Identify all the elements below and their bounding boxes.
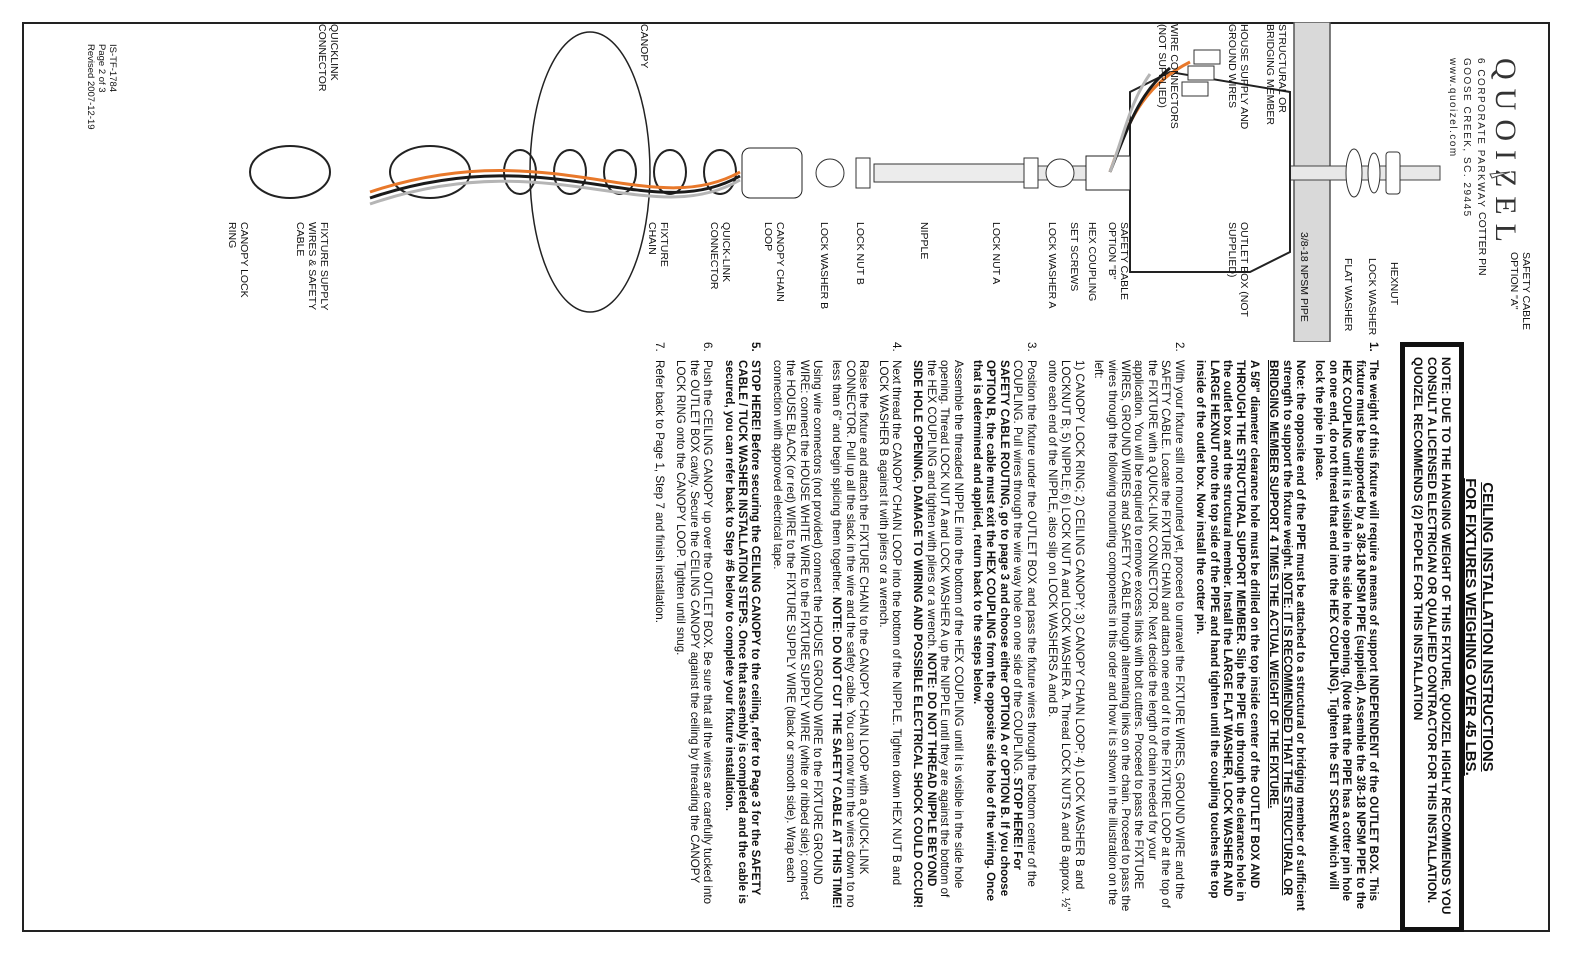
label-hexnut: HEXNUT bbox=[1388, 262, 1400, 306]
step-emphasis: STOP HERE! Before securing the CEILING C… bbox=[722, 360, 763, 904]
label-set-screws: SET SCREWS bbox=[1068, 222, 1080, 292]
step-6: 6. Push the CEILING CANOPY up over the O… bbox=[674, 342, 714, 912]
instruction-page: QUOIZEL 6 CORPORATE PARKWAY GOOSE CREEK,… bbox=[22, 21, 1550, 932]
cotter-pin bbox=[1489, 171, 1511, 179]
step-5: 5. STOP HERE! Before securing the CEILIN… bbox=[722, 342, 763, 912]
label-nipple: NIPPLE bbox=[918, 222, 930, 260]
label-house-supply: HOUSE SUPPLY and GROUND WIRES bbox=[1226, 24, 1250, 130]
label-cotter-pin: COTTER PIN bbox=[1476, 212, 1488, 276]
wire-connector bbox=[1187, 65, 1215, 81]
label-fixture-supply: FIXTURE SUPPLY WIRES & SAFETY CABLE bbox=[294, 222, 330, 311]
step-text: Using wire connectors (not provided) con… bbox=[770, 360, 824, 901]
house-wire-grey bbox=[1108, 73, 1152, 173]
lock-washer-b bbox=[815, 158, 845, 188]
warning-notice: NOTE: DUE TO THE HANGING WEIGHT OF THIS … bbox=[1400, 342, 1464, 932]
step-text: The weight of this fixture will require … bbox=[1313, 360, 1380, 910]
title-line-2: FOR FIXTURES WEIGHING OVER 45 LBS. bbox=[1462, 478, 1479, 776]
lock-washer-a bbox=[1045, 158, 1075, 188]
page-border bbox=[22, 22, 1550, 932]
assembly-illustration bbox=[249, 21, 1511, 343]
canopy-lock-ring bbox=[249, 145, 331, 199]
doc-id: IS-TF-1784 bbox=[107, 44, 118, 93]
step-text: Next thread the CANOPY CHAIN LOOP into t… bbox=[876, 360, 903, 886]
title-line-1: CEILING INSTALLATION INSTRUCTIONS bbox=[1479, 482, 1496, 772]
wire-connector bbox=[1193, 49, 1221, 65]
step-number: 6. bbox=[701, 342, 715, 352]
step-4: 4. Next thread the CANOPY CHAIN LOOP int… bbox=[770, 342, 903, 912]
label-canopy-lock-ring: CANOPY LOCK RING bbox=[226, 222, 250, 298]
step-number: 5. bbox=[749, 342, 763, 352]
label-lock-washer: LOCK WASHER bbox=[1366, 258, 1378, 336]
fixture-wire-grey bbox=[369, 178, 741, 206]
step-number: 2. bbox=[1172, 342, 1186, 352]
step-1: 1. The weight of this fixture will requi… bbox=[1194, 342, 1380, 912]
step-number: 7. bbox=[652, 342, 666, 352]
fixture-wire-orange bbox=[369, 169, 741, 194]
step-text: Refer back to Page 1, Step 7 and finish … bbox=[652, 360, 666, 623]
label-quick-link: QUICK-LINK CONNECTOR bbox=[708, 222, 732, 290]
label-safety-cable-b: SAFETY CABLE OPTION "B" bbox=[1106, 222, 1130, 301]
wire-connector bbox=[1181, 81, 1209, 97]
step-number: 3. bbox=[1024, 342, 1038, 352]
nipple bbox=[873, 163, 1025, 183]
page-number: Page 2 of 3 bbox=[96, 44, 107, 93]
label-wire-connectors: WIRE CONNECTORS (NOT SUPPLIED) bbox=[1156, 24, 1180, 129]
revision-date: Revised 2007-12-19 bbox=[85, 44, 96, 130]
label-canopy: CANOPY bbox=[638, 24, 650, 69]
label-structural-member: STRUCTURAL OR BRIDGING MEMBER bbox=[1264, 24, 1288, 125]
step-text: With your fixture still not mounted yet,… bbox=[1092, 360, 1186, 912]
step-7: 7. Refer back to Page 1, Step 7 and fini… bbox=[653, 342, 666, 912]
label-lock-nut-a: LOCK NUT A bbox=[990, 222, 1002, 285]
label-hex-coupling: HEX COUPLING bbox=[1086, 222, 1098, 302]
label-canopy-chain-loop: CANOPY CHAIN LOOP bbox=[762, 222, 786, 302]
step-text: A 5/8" diameter clearance hole must be d… bbox=[1194, 360, 1261, 902]
label-lock-nut-b: LOCK NUT B bbox=[854, 222, 866, 285]
step-text: Push the CEILING CANOPY up over the OUTL… bbox=[674, 360, 715, 905]
step-emphasis: NOTE: DO NOT CUT THE SAFETY CABLE AT THI… bbox=[830, 596, 844, 909]
step-3: 3. Position the fixture under the OUTLET… bbox=[911, 342, 1038, 912]
lock-washer bbox=[1367, 152, 1381, 194]
hexnut bbox=[1385, 151, 1401, 195]
canopy-chain-loop bbox=[741, 147, 803, 199]
document-footer: IS-TF-1784 Page 2 of 3 Revised 2007-12-1… bbox=[85, 44, 118, 130]
outlet-box bbox=[1129, 70, 1291, 273]
label-npsm-pipe: 3/8-18 NPSM PIPE bbox=[1298, 232, 1310, 322]
step-number: 1. bbox=[1367, 342, 1380, 352]
lock-nut-b bbox=[855, 157, 871, 189]
hex-coupling bbox=[1085, 155, 1131, 191]
label-quicklink-connector: QUICKLINK CONNECTOR bbox=[316, 24, 340, 92]
label-safety-cable-a: SAFETY CABLE OPTION "A" bbox=[1508, 252, 1532, 331]
label-flat-washer: FLAT WASHER bbox=[1342, 258, 1354, 332]
label-lock-washer-a: LOCK WASHER A bbox=[1046, 222, 1058, 309]
flat-washer bbox=[1345, 148, 1363, 198]
exploded-diagram: COTTER PIN SAFETY CABLE OPTION "A" HEXNU… bbox=[22, 21, 1550, 343]
label-lock-washer-b: LOCK WASHER B bbox=[818, 222, 830, 310]
instruction-steps: 1. The weight of this fixture will requi… bbox=[645, 342, 1380, 912]
label-fixture-chain: FIXTURE CHAIN bbox=[646, 222, 670, 267]
fixture-wire-black bbox=[369, 174, 741, 200]
step-text: 1) CANOPY LOCK RING; 2) CEILING CANOPY; … bbox=[1046, 360, 1086, 912]
step-number: 4. bbox=[890, 342, 903, 352]
lock-nut-a bbox=[1023, 157, 1039, 189]
label-outlet-box: OUTLET BOX (NOT SUPPLIED) bbox=[1226, 222, 1250, 317]
step-2: 2. With your fixture still not mounted y… bbox=[1046, 342, 1186, 912]
page-title: CEILING INSTALLATION INSTRUCTIONS FOR FI… bbox=[1462, 327, 1496, 927]
